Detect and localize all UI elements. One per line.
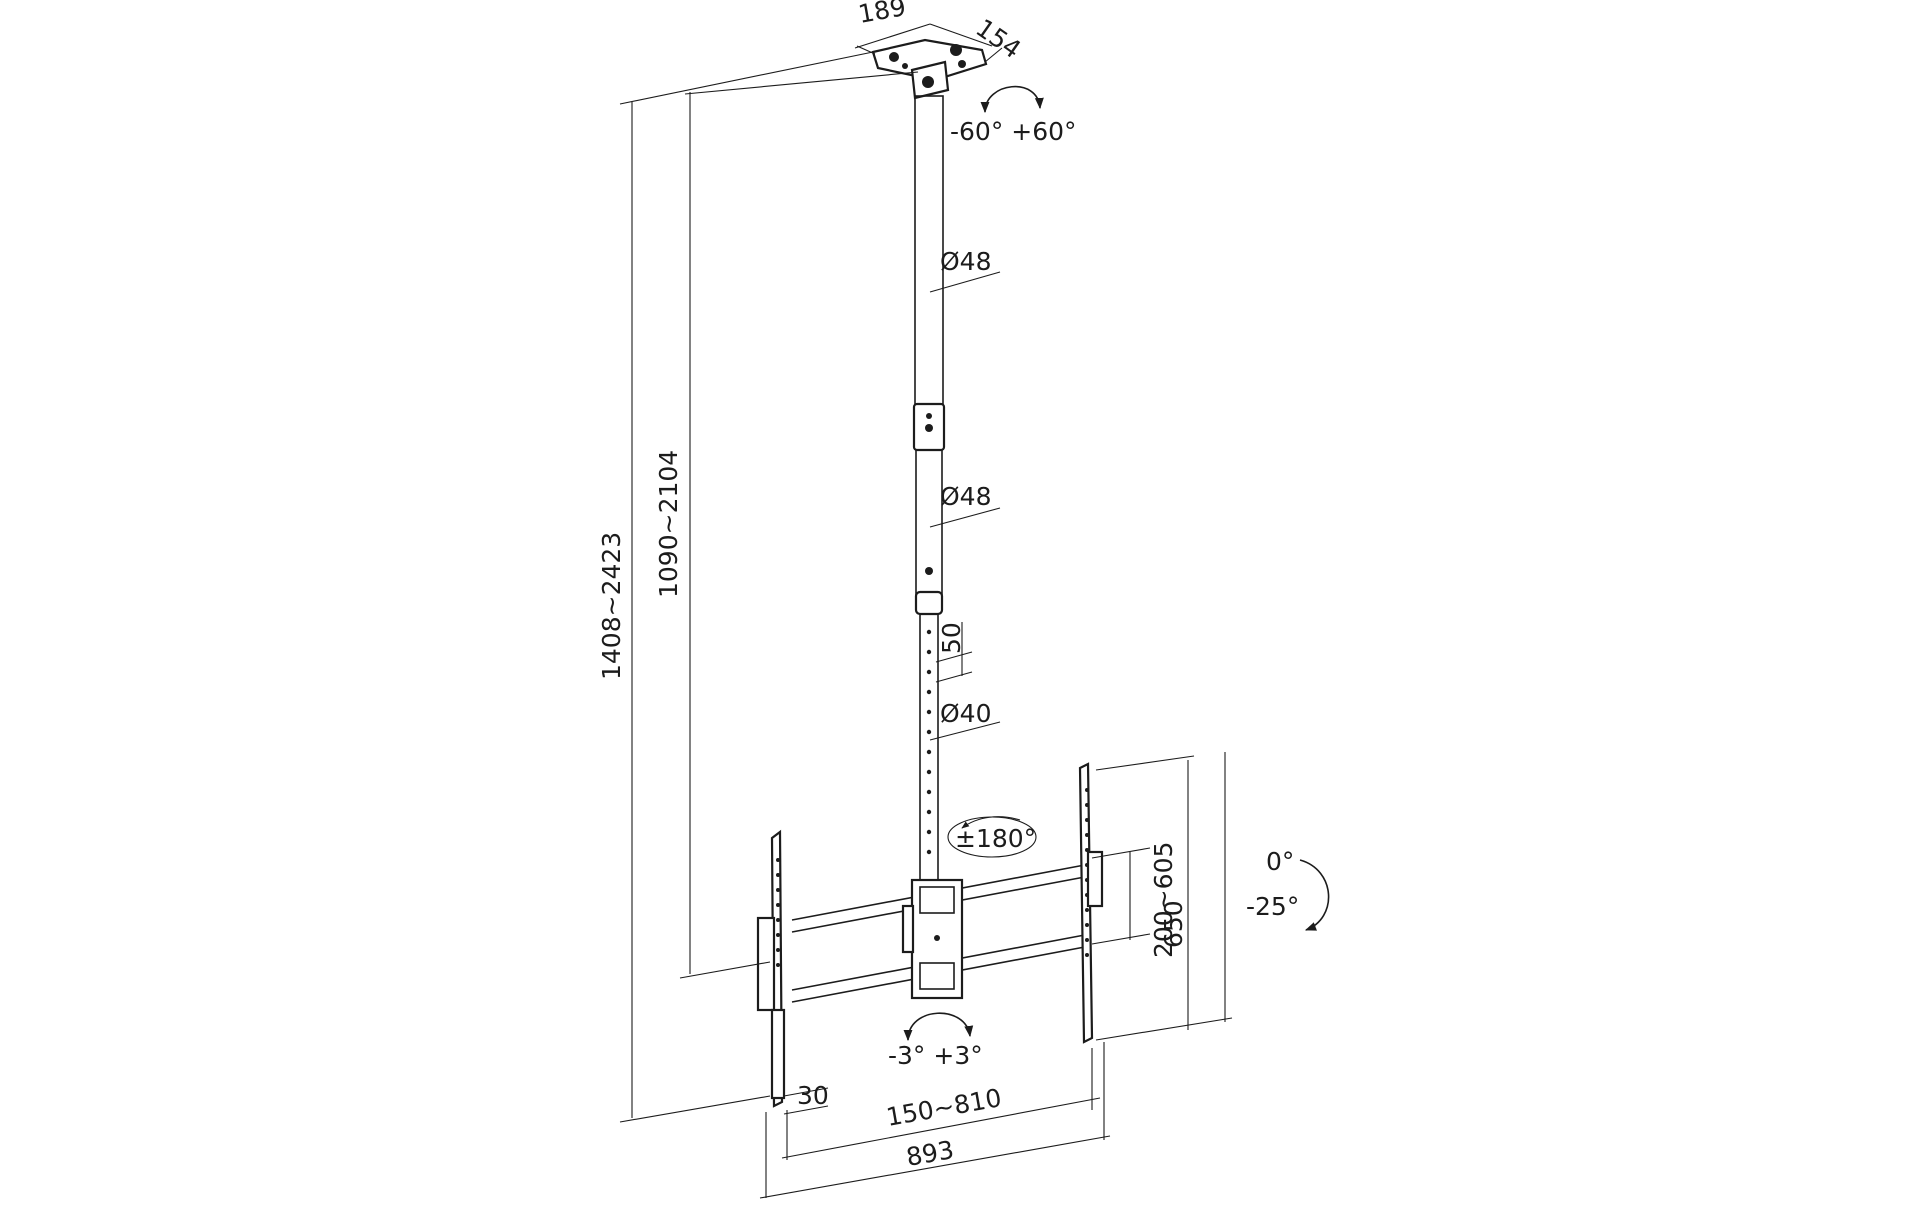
plate-width-label: 189 — [856, 0, 908, 29]
middle-diameter-label: Ø48 — [940, 482, 992, 511]
left-tv-arm — [756, 829, 786, 1108]
tilt-up-label: 0° — [1266, 847, 1294, 876]
pole-height-label: 1090~2104 — [654, 450, 683, 598]
total-width-label: 893 — [904, 1135, 956, 1172]
vesa-horizontal-label: 150~810 — [884, 1083, 1004, 1132]
tilt-down-label: -25° — [1246, 892, 1299, 921]
vesa-vertical-range-label: 200~605 — [1149, 842, 1178, 958]
total-height-dimension — [619, 51, 874, 1123]
arm-depth-dimension — [783, 1087, 829, 1115]
hole-spacing-label: 50 — [937, 622, 966, 654]
level-arc-icon — [903, 1012, 974, 1042]
swivel-arrow-icon — [961, 816, 1021, 829]
level-adjust-label: -3° +3° — [888, 1041, 983, 1070]
vesa-vertical-max-label: 650 — [1159, 900, 1188, 948]
total-width-dimension — [759, 1042, 1111, 1199]
pole-rotation-label: -60° +60° — [950, 117, 1077, 146]
diameter-leader-lower — [929, 721, 1001, 741]
diameter-leader-middle — [929, 507, 1001, 528]
right-tv-arm — [1078, 762, 1104, 1044]
hole-spacing-dimension — [935, 622, 973, 683]
ceiling-plate — [871, 38, 988, 100]
total-height-label: 1408~2423 — [597, 532, 626, 680]
vesa-horizontal-dimension — [781, 1048, 1101, 1160]
rotate-arc-icon — [980, 85, 1044, 114]
diameter-leader-upper — [929, 271, 1001, 293]
tv-bracket — [791, 863, 1091, 1003]
pole-height-dimension — [679, 71, 919, 979]
upper-diameter-label: Ø48 — [940, 247, 992, 276]
pole-holes — [926, 629, 932, 855]
vesa-vertical-dimension — [1091, 752, 1233, 1041]
tilt-arc-icon — [1299, 859, 1330, 931]
lower-diameter-label: Ø40 — [940, 699, 992, 728]
arm-depth-label: 30 — [797, 1081, 829, 1110]
swivel-label: ±180° — [955, 824, 1036, 853]
